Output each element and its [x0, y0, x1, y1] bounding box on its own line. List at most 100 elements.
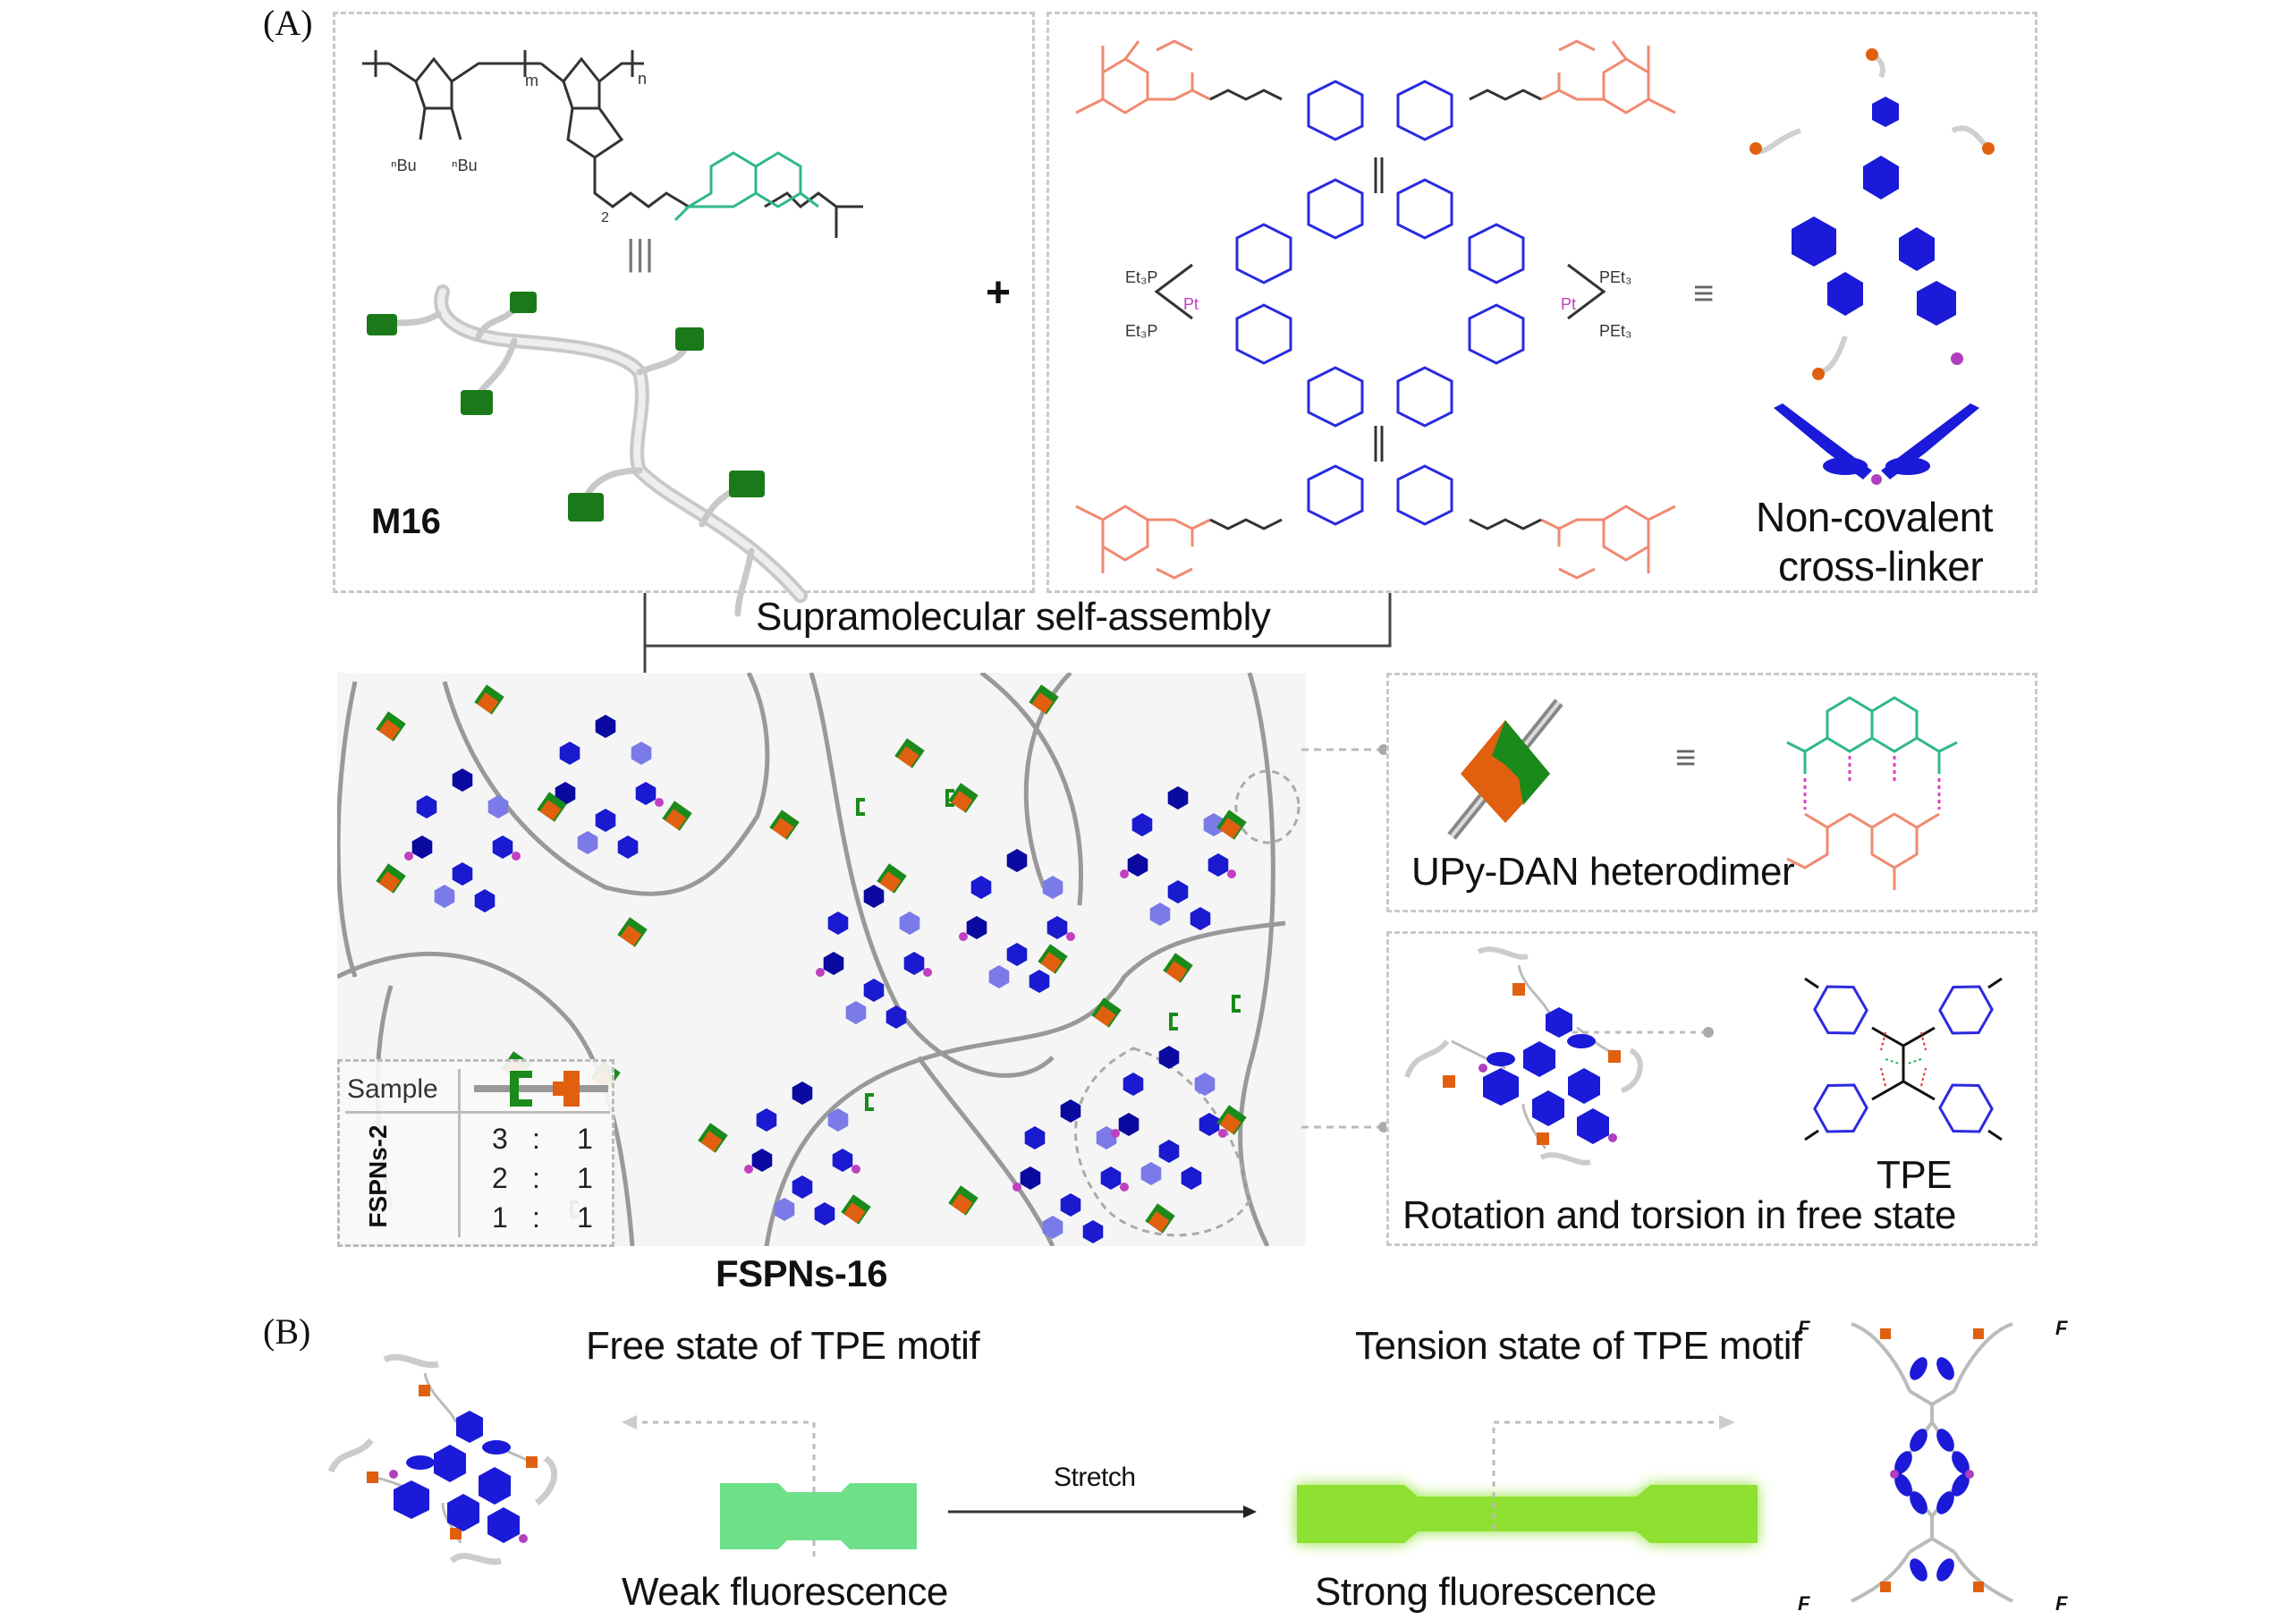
tension-state-cartoon — [1851, 1322, 2013, 1603]
tpe-hexagon — [559, 742, 580, 765]
chain-subscript: 2 — [601, 210, 609, 225]
panel-a-label: (A) — [263, 3, 313, 43]
tpe-hexagon — [903, 952, 925, 975]
tpe-hexagon — [792, 1175, 813, 1199]
tpe-rotation-caption: Rotation and torsion in free state — [1402, 1193, 1956, 1237]
tpe-hexagon — [416, 795, 437, 818]
free-dan-unit — [856, 798, 865, 816]
pt-node — [959, 932, 968, 941]
m16-label: M16 — [371, 502, 441, 541]
ratio-dan-3: 1 — [492, 1201, 508, 1234]
upy-dan-link — [376, 863, 406, 894]
pet3-lower-left: Et₃P — [1125, 322, 1157, 340]
tpe-hexagon — [988, 965, 1010, 988]
tpe-hexagon — [1203, 813, 1224, 836]
force-label-top-left: F — [1798, 1317, 1810, 1339]
ratio-dan-1: 3 — [492, 1123, 508, 1155]
pt-node — [1111, 1129, 1120, 1138]
butyl-right: ⁿBu — [452, 157, 478, 174]
strong-fluorescence-film — [1297, 1485, 1758, 1543]
tpe-hexagon — [966, 916, 987, 939]
tpe-hexagon — [411, 835, 433, 859]
tpe-rotation-panel: TPE Rotation and torsion in free state — [1386, 931, 2038, 1246]
ratio-upy-1: 1 — [577, 1123, 593, 1155]
subscript-m: m — [525, 72, 538, 89]
tpe-hexagon — [1060, 1193, 1081, 1217]
free-state-title: Free state of TPE motif — [586, 1324, 980, 1368]
tpe-hexagon — [1042, 1216, 1063, 1239]
tpe-hexagon — [595, 809, 616, 832]
upy-dan-link — [537, 792, 567, 822]
tpe-hexagon — [1020, 1166, 1041, 1190]
tpe-hexagon — [863, 885, 885, 908]
crosslinker-3d-render — [1750, 48, 1995, 485]
upy-dan-link — [376, 711, 406, 742]
pet3-upper-right: PEt₃ — [1599, 268, 1631, 286]
upy-dan-link — [662, 801, 692, 831]
tpe-hexagon — [827, 912, 849, 935]
upy-dan-link — [948, 1185, 979, 1216]
equivalence-sign: ||| — [626, 233, 655, 273]
tpe-hexagon — [595, 715, 616, 738]
pt-left: Pt — [1183, 295, 1199, 313]
tension-state-pointer — [1492, 1415, 1735, 1530]
crosslinker-chemical-structure: Et₃P Et₃P PEt₃ PEt₃ Pt Pt — [1075, 39, 1676, 580]
tpe-hexagon — [774, 1198, 795, 1221]
strong-fluorescence-caption: Strong fluorescence — [1315, 1570, 1656, 1614]
tpe-label: TPE — [1877, 1153, 1953, 1197]
dan-cartoon-units — [367, 292, 765, 522]
free-dan-unit — [945, 789, 954, 807]
pt-node — [1012, 1183, 1021, 1192]
force-label-bottom-left: F — [1798, 1592, 1810, 1615]
ratio-sep-1: : — [532, 1123, 540, 1155]
tpe-hexagon — [885, 1005, 907, 1029]
upy-dan-link — [1216, 1105, 1247, 1135]
free-state-cartoon — [327, 1353, 558, 1565]
plus-sign: + — [986, 269, 1012, 317]
tpe-hexagon — [827, 1108, 849, 1132]
pt-node — [1120, 1183, 1129, 1192]
tpe-hexagon — [1181, 1166, 1202, 1190]
tpe-hexagon — [1131, 813, 1153, 836]
tpe-hexagon — [751, 1149, 773, 1172]
upy-column-icon — [553, 1071, 580, 1107]
tpe-hexagon — [1042, 876, 1063, 899]
upy-dan-link — [948, 783, 979, 813]
tpe-hexagon — [814, 1202, 835, 1226]
tpe-connector — [1572, 1027, 1714, 1038]
tpe-hexagon — [1158, 1046, 1180, 1069]
dan-block — [1492, 720, 1550, 805]
tpe-hexagon — [1167, 786, 1189, 810]
tpe-hexagon — [487, 795, 509, 818]
dan-unit — [674, 151, 819, 222]
tpe-hexagon — [756, 1108, 777, 1132]
ratio-table-header: Sample — [347, 1074, 438, 1104]
tpe-hexagon — [452, 862, 473, 886]
tpe-hexagon — [492, 835, 513, 859]
pt-node — [923, 968, 932, 977]
tpe-hexagon — [1118, 1113, 1140, 1136]
ratio-upy-2: 1 — [577, 1162, 593, 1194]
ratio-table-divider-v — [458, 1069, 461, 1237]
upy-dan-link — [1145, 1203, 1175, 1234]
equivalence-sign-heterodimer: ≡ — [1675, 738, 1697, 777]
pt-node — [816, 968, 825, 977]
tpe-hexagon — [452, 768, 473, 792]
free-dan-unit — [1232, 995, 1241, 1013]
heterodimer-caption: UPy-DAN heterodimer — [1411, 850, 1795, 894]
upy-dan-link — [698, 1123, 728, 1153]
tpe-hexagon — [1158, 1140, 1180, 1163]
weak-fluorescence-film — [720, 1483, 917, 1549]
upy-dan-link — [877, 863, 907, 894]
bracket-line — [643, 593, 1392, 648]
highlight-circles — [1074, 769, 1301, 1237]
butyl-left: ⁿBu — [391, 157, 417, 174]
tpe-hexagon — [1100, 1166, 1122, 1190]
upy-dan-link — [474, 684, 504, 715]
m16-cartoon — [367, 284, 808, 617]
tpe-hexagon — [1149, 903, 1171, 926]
force-label-bottom-right: F — [2055, 1592, 2068, 1615]
upy-dan-link — [841, 1194, 871, 1225]
ratio-table-divider-h — [345, 1111, 610, 1114]
tpe-hexagon — [1060, 1099, 1081, 1123]
